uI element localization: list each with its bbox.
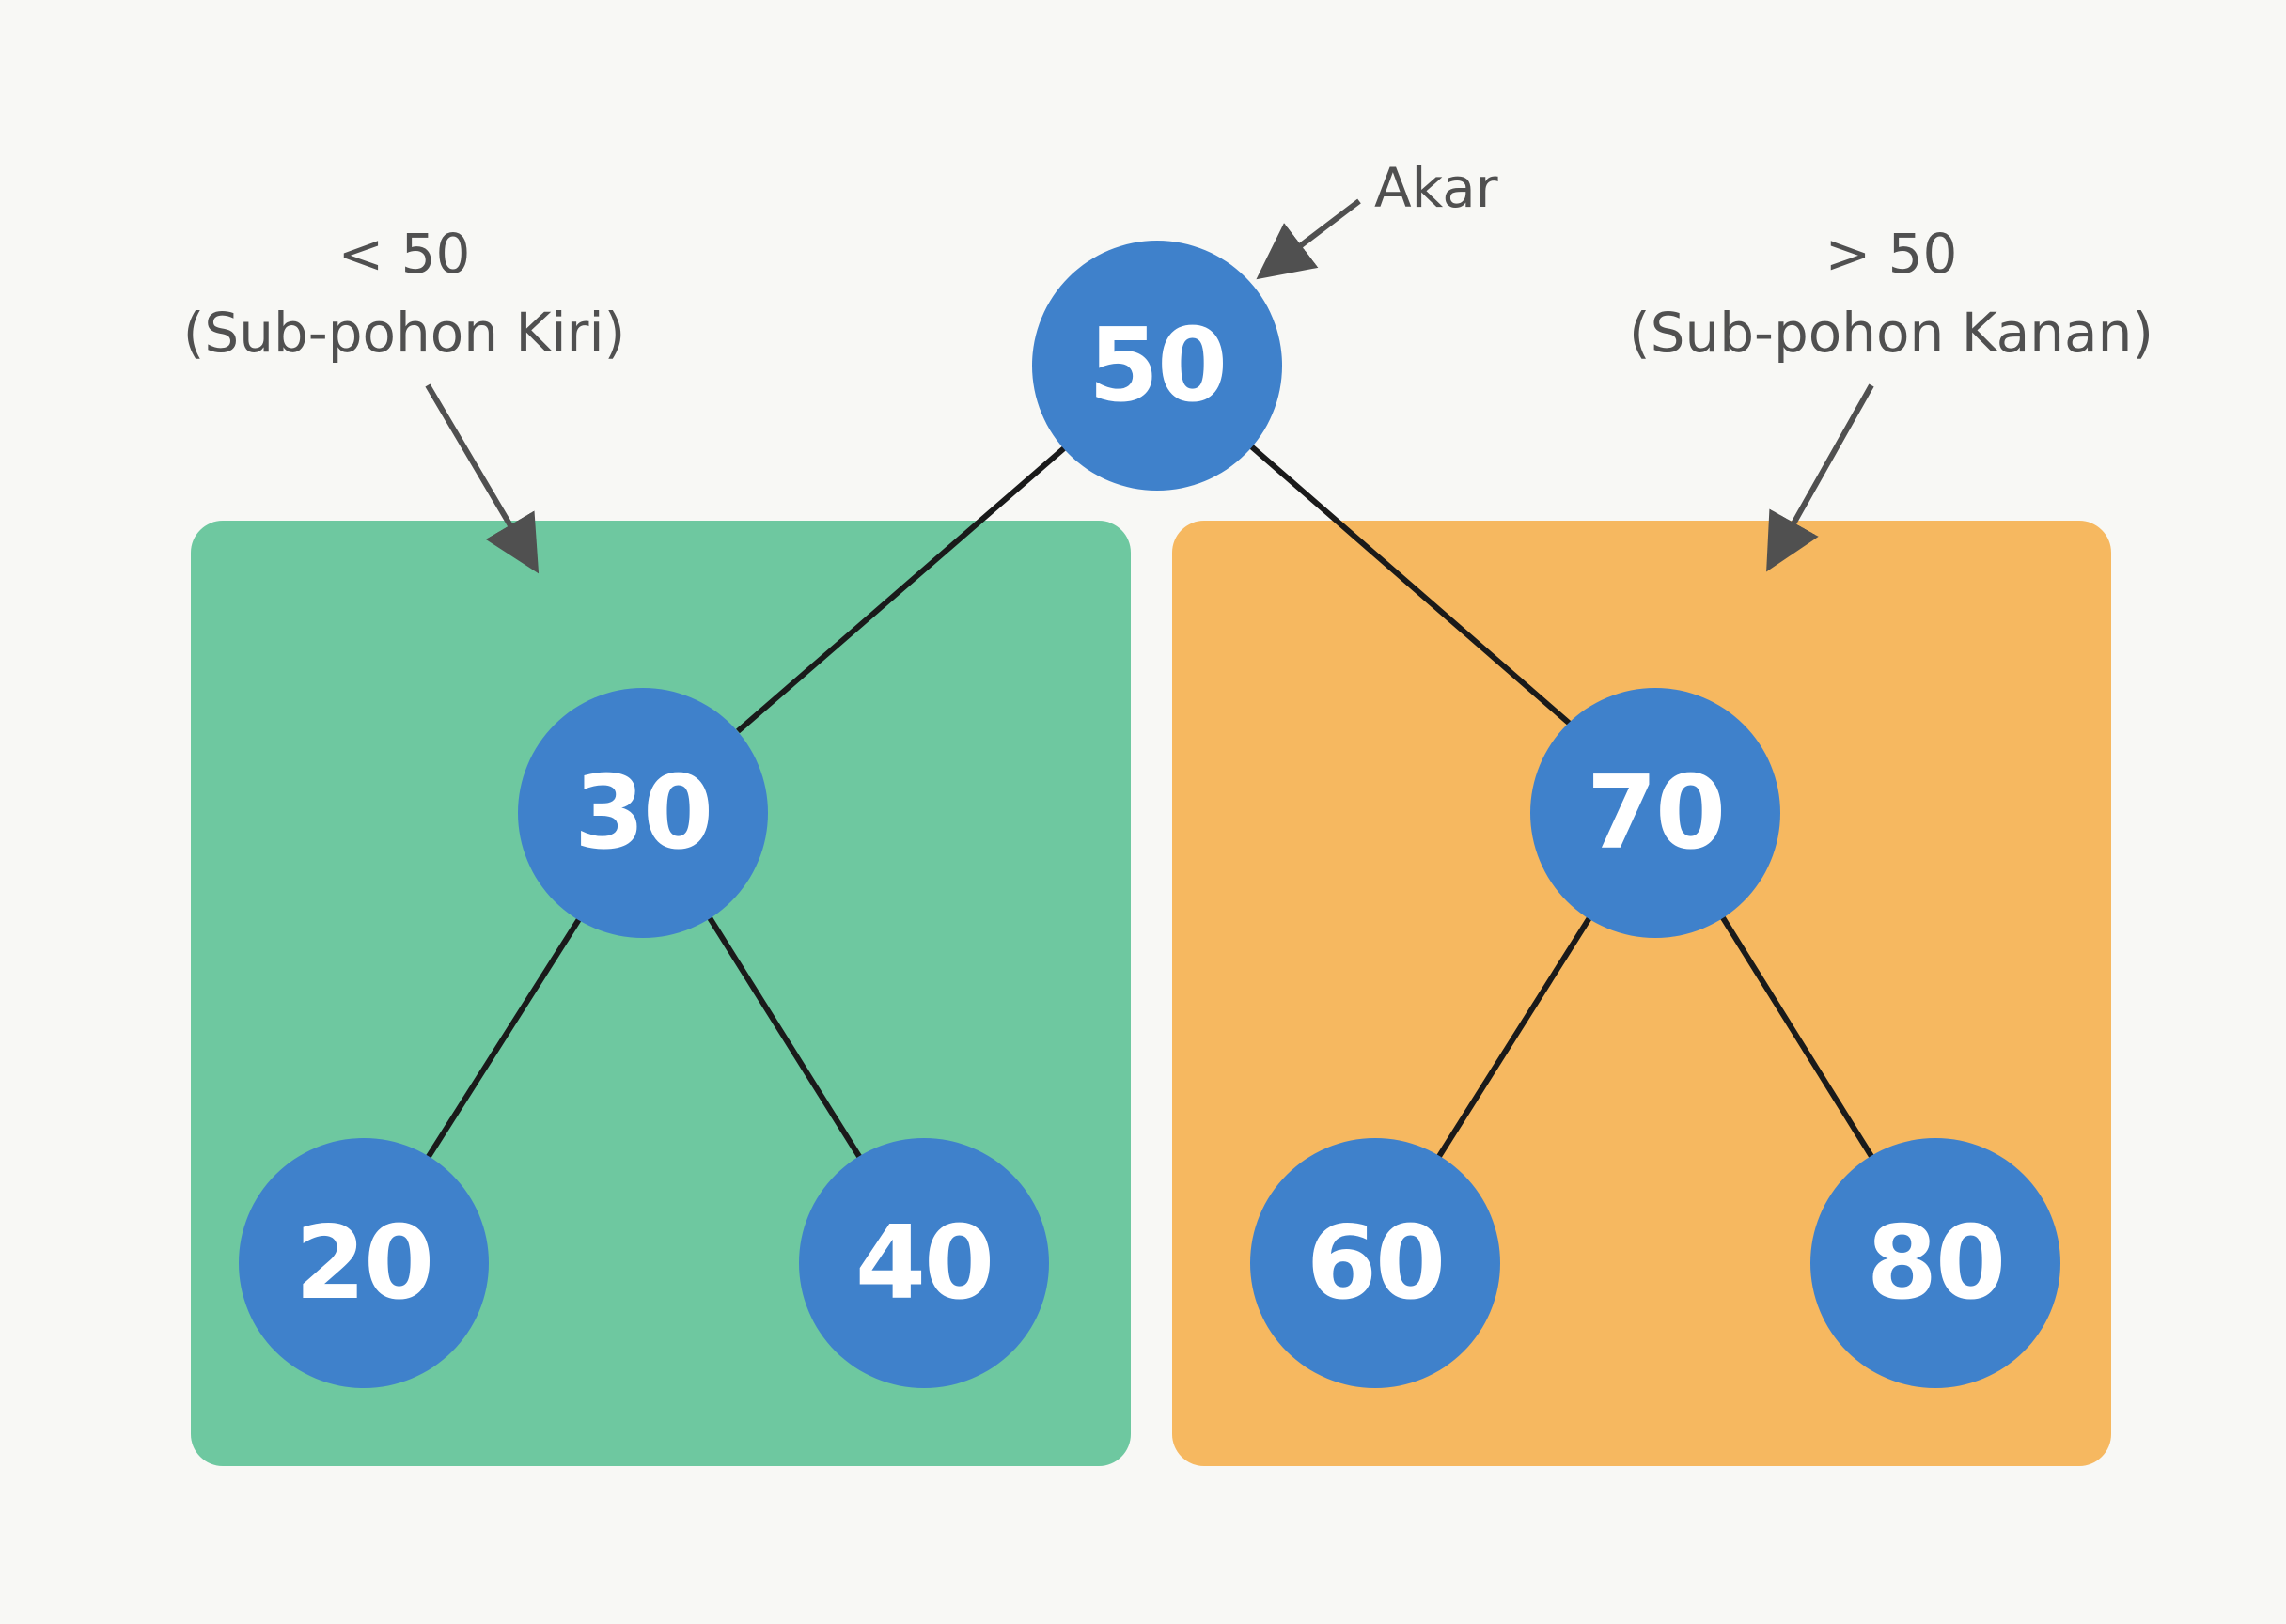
node-right-left-value: 60	[1306, 1204, 1446, 1322]
right-subtree-condition: > 50	[1824, 222, 1958, 286]
root-label: Akar	[1374, 156, 1498, 220]
node-right-right: 80	[1810, 1138, 2060, 1388]
edge-50-70	[1248, 443, 1572, 726]
edge-70-60	[1435, 914, 1593, 1160]
node-right-value: 70	[1586, 754, 1726, 872]
left-subtree-annotation: < 50 (Sub-pohon Kiri)	[122, 214, 686, 372]
node-right: 70	[1530, 688, 1780, 938]
node-root: 50	[1032, 241, 1282, 491]
node-left-right-value: 40	[854, 1204, 994, 1322]
arrow-left-subtree	[425, 383, 540, 574]
node-left-left-value: 20	[294, 1204, 434, 1322]
left-subtree-name: (Sub-pohon Kiri)	[182, 301, 626, 365]
right-subtree-annotation: > 50 (Sub-pohon Kanan)	[1590, 214, 2192, 372]
node-left-right: 40	[799, 1138, 1049, 1388]
node-right-right-value: 80	[1866, 1204, 2006, 1322]
right-subtree-name: (Sub-pohon Kanan)	[1629, 301, 2153, 365]
arrow-right-subtree	[1766, 383, 1874, 572]
node-left: 30	[518, 688, 768, 938]
edge-30-40	[706, 914, 863, 1160]
node-right-left: 60	[1250, 1138, 1500, 1388]
left-subtree-condition: < 50	[337, 222, 471, 286]
edge-70-80	[1719, 914, 1875, 1160]
node-left-value: 30	[573, 754, 713, 872]
node-left-left: 20	[239, 1138, 489, 1388]
arrow-root-label	[1256, 198, 1361, 280]
edge-50-30	[736, 445, 1066, 734]
node-root-value: 50	[1088, 306, 1228, 425]
edge-30-20	[425, 914, 584, 1160]
